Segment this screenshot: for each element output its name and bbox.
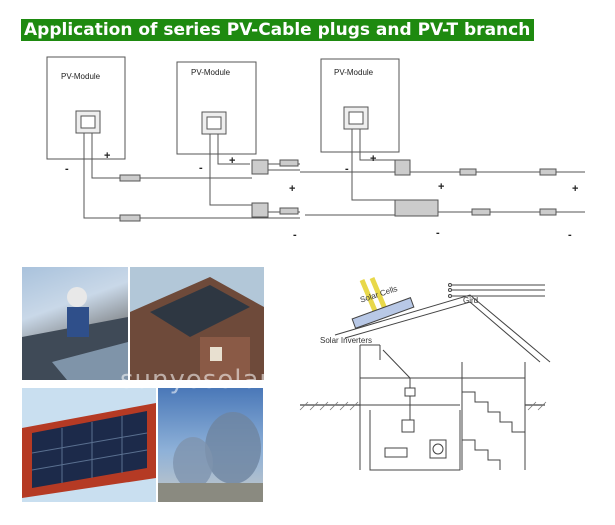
cable-plug bbox=[539, 168, 557, 176]
house-roof-panels-photo bbox=[130, 267, 264, 380]
solar-field-photo bbox=[158, 388, 263, 502]
minus-terminal-label: - bbox=[568, 229, 572, 241]
pv-t-branch-connector bbox=[251, 159, 269, 175]
cable-plug bbox=[119, 214, 141, 222]
pv-t-branch-connector bbox=[394, 159, 411, 176]
plus-terminal-label: + bbox=[289, 183, 295, 195]
plus-terminal-label: + bbox=[104, 150, 110, 162]
plus-terminal-label: + bbox=[438, 181, 444, 193]
inverter-box bbox=[404, 387, 416, 397]
pv-module-label-2: PV-Module bbox=[191, 68, 231, 77]
pv-module-frame-1 bbox=[46, 56, 126, 160]
cable-plug bbox=[119, 174, 141, 182]
watermark-text: sunyosolar bbox=[120, 365, 272, 395]
pv-module-frame-3 bbox=[320, 58, 400, 153]
cable-plug bbox=[471, 208, 491, 216]
wiring-diagram: - + - + - + + + + - - - bbox=[46, 56, 585, 241]
plus-terminal-label: + bbox=[572, 183, 578, 195]
plus-terminal-label: + bbox=[229, 155, 235, 167]
cable-plug bbox=[459, 168, 477, 176]
minus-terminal-label: - bbox=[199, 162, 203, 174]
pv-module-frame-2 bbox=[176, 61, 257, 155]
page-title: Application of series PV-Cable plugs and… bbox=[21, 19, 535, 41]
cable-plug bbox=[279, 159, 299, 167]
pv-module-label-1: PV-Module bbox=[61, 72, 101, 81]
minus-terminal-label: - bbox=[65, 163, 69, 175]
roof-solar-panel bbox=[351, 297, 415, 329]
house-system-diagram bbox=[299, 277, 551, 471]
pv-t-branch-connector bbox=[394, 199, 439, 217]
minus-terminal-label: - bbox=[436, 227, 440, 239]
pv-t-branch-connector bbox=[251, 202, 269, 218]
pv-module-label-3: PV-Module bbox=[334, 68, 374, 77]
minus-terminal-label: - bbox=[345, 163, 349, 175]
rooftop-installer-photo bbox=[22, 267, 128, 380]
minus-terminal-label: - bbox=[293, 229, 297, 241]
grid-label: Gird bbox=[463, 296, 479, 305]
cable-plug bbox=[539, 208, 557, 216]
solar-inverters-label: Solar Inverters bbox=[320, 336, 373, 345]
cable-plug bbox=[279, 207, 299, 215]
plus-terminal-label: + bbox=[370, 153, 376, 165]
red-roof-solar-photo bbox=[22, 388, 156, 502]
